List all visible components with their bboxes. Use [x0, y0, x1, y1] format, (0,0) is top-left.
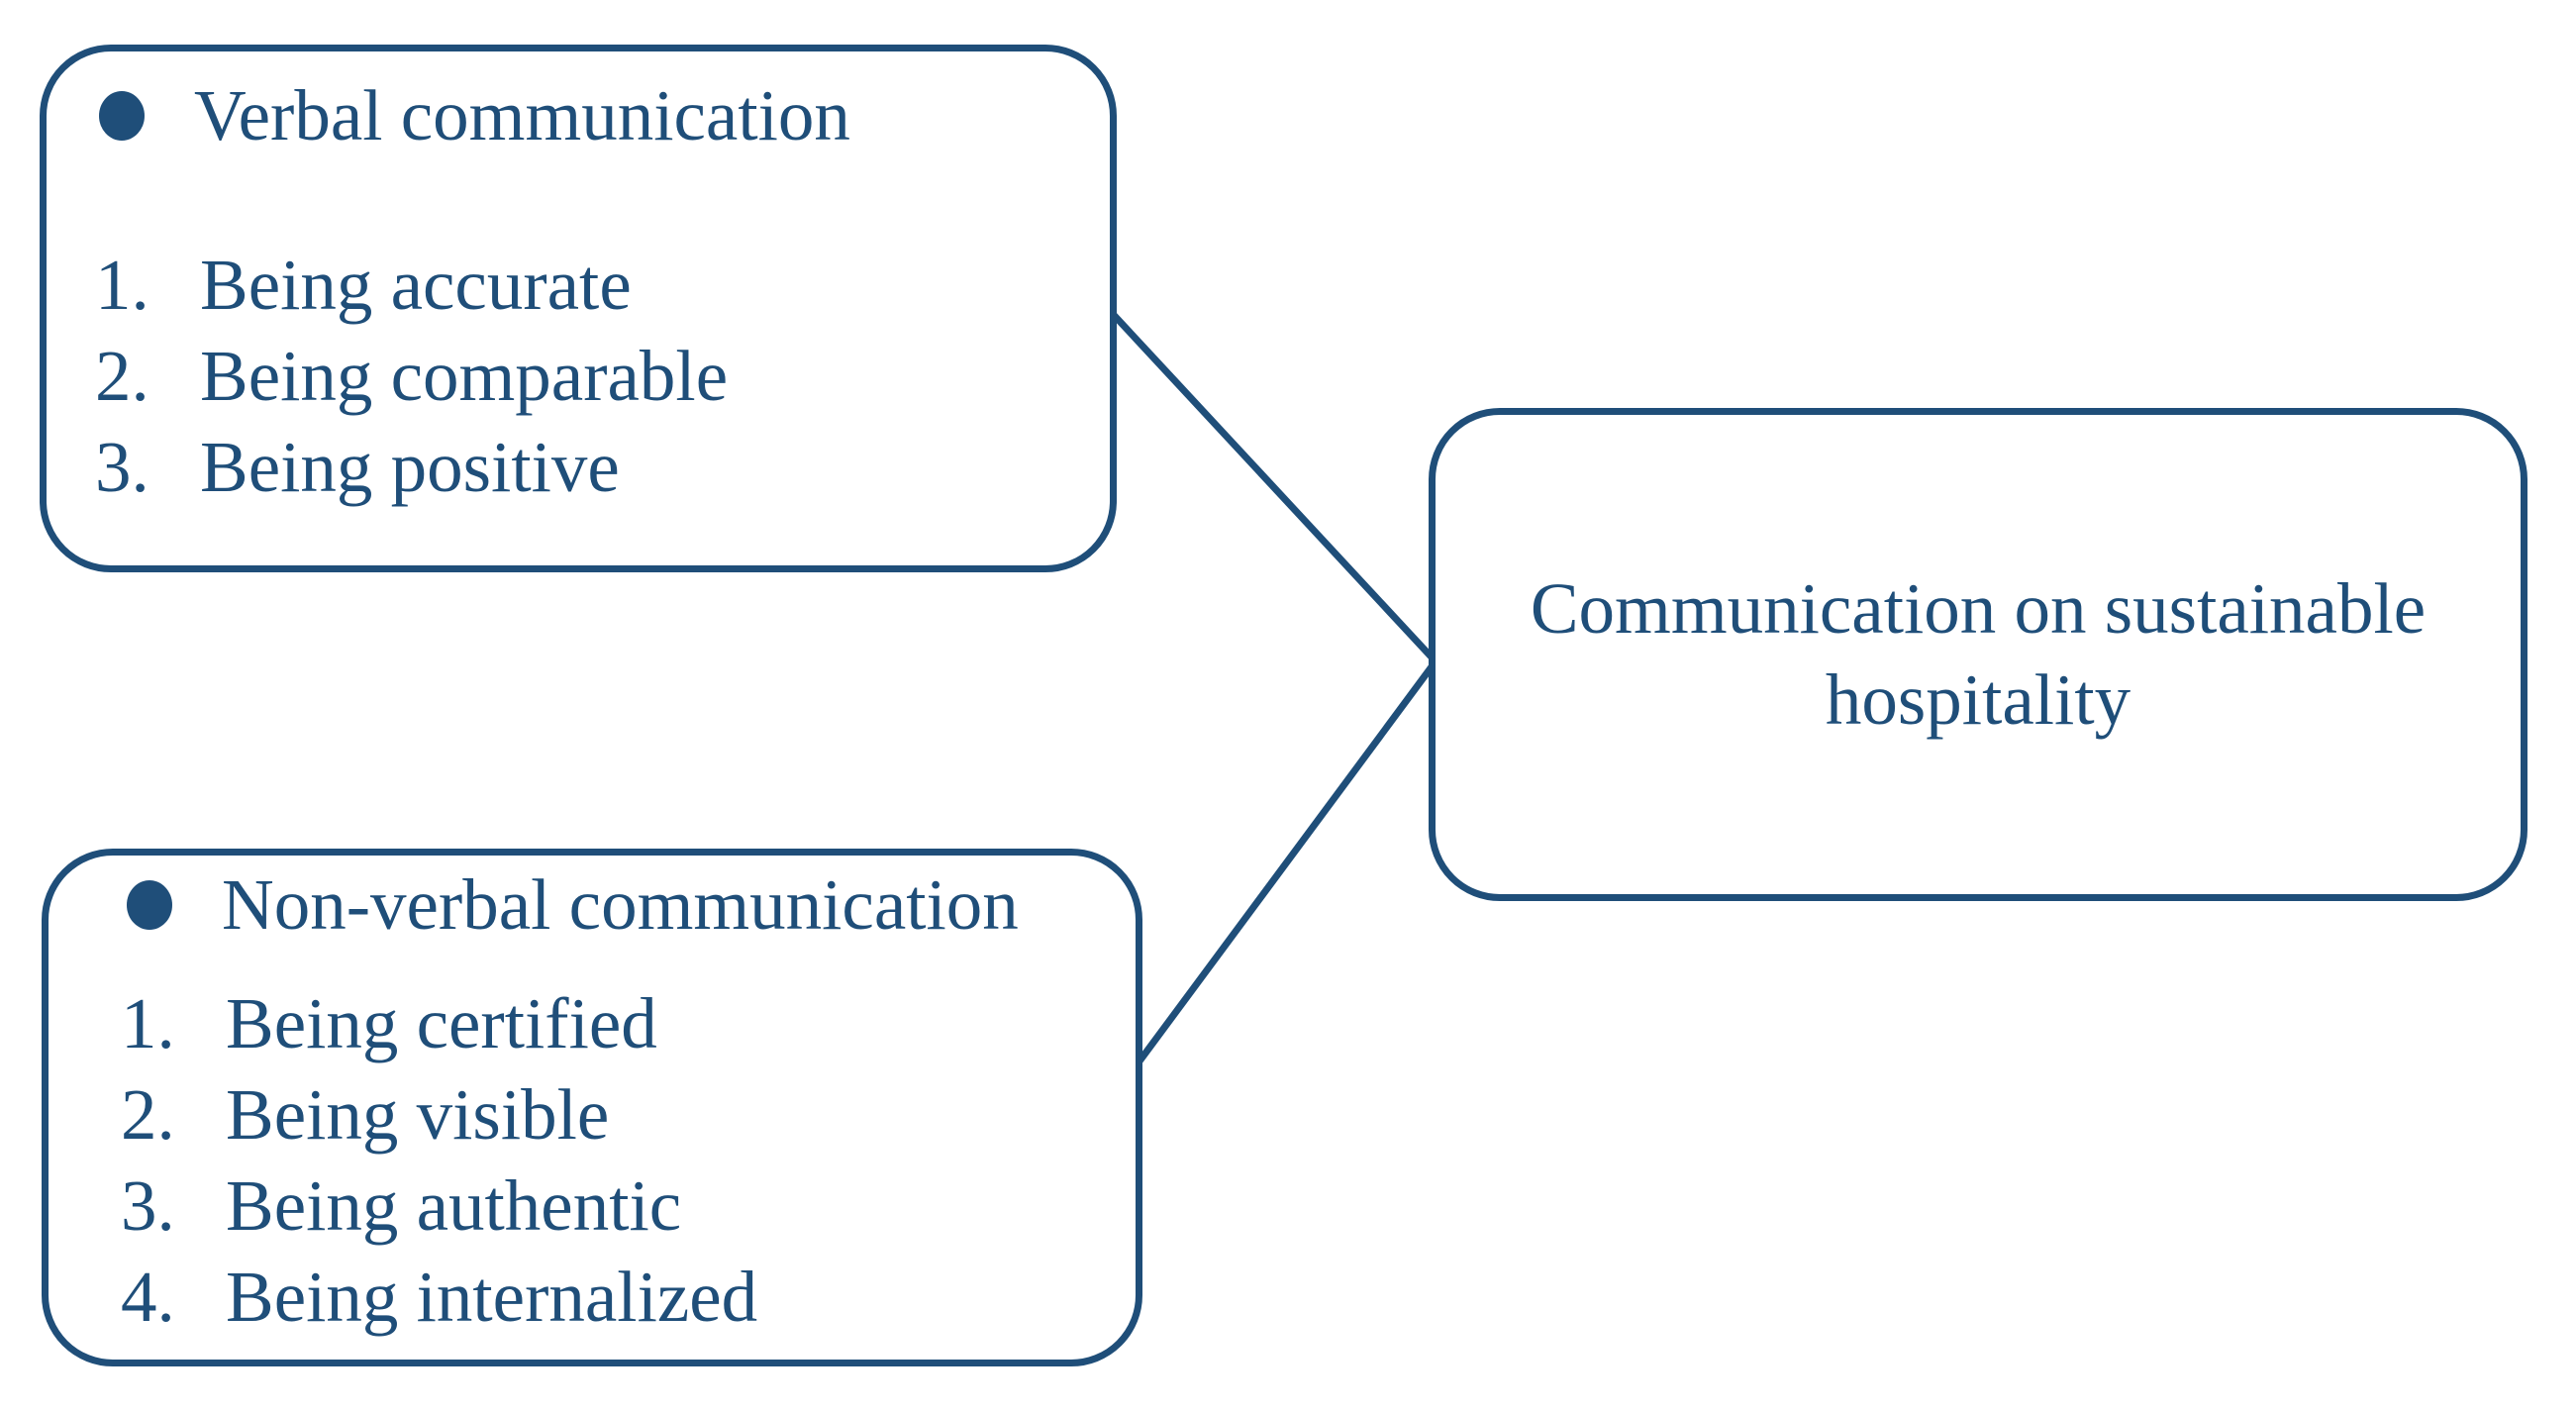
item-label: Being internalized [226, 1257, 758, 1337]
main-box-title: Communication on sustainable hospitality [1530, 568, 2427, 740]
nonverbal-title-row: Non-verbal communication [127, 859, 1136, 951]
connector-verbal-to-main [1110, 311, 1438, 664]
connector-nonverbal-to-main [1136, 658, 1438, 1065]
list-item: 1. Being certified [121, 978, 1136, 1069]
item-label: Being comparable [200, 336, 729, 416]
item-label: Being visible [226, 1074, 610, 1155]
list-item: 3. Being authentic [121, 1161, 1136, 1252]
item-number: 2. [121, 1074, 175, 1155]
list-item: 2. Being comparable [95, 331, 1110, 422]
item-label: Being certified [226, 983, 657, 1063]
item-label: Being authentic [226, 1165, 682, 1246]
item-number: 4. [121, 1257, 175, 1337]
list-item: 1. Being accurate [95, 240, 1110, 331]
nonverbal-item-list: 1. Being certified 2. Being visible 3. B… [121, 978, 1136, 1343]
verbal-box-title: Verbal communication [194, 75, 850, 155]
verbal-title-row: Verbal communication [99, 70, 1110, 161]
item-number: 2. [95, 336, 149, 416]
item-number: 1. [121, 983, 175, 1063]
bullet-icon [99, 91, 145, 141]
bullet-icon [127, 880, 172, 930]
list-item: 4. Being internalized [121, 1252, 1136, 1343]
item-number: 1. [95, 245, 149, 325]
list-item: 2. Being visible [121, 1069, 1136, 1161]
main-outcome-box: Communication on sustainable hospitality [1429, 408, 2527, 901]
nonverbal-communication-box: Non-verbal communication 1. Being certif… [42, 849, 1142, 1366]
item-label: Being positive [200, 427, 620, 507]
verbal-item-list: 1. Being accurate 2. Being comparable 3.… [95, 240, 1110, 513]
item-label: Being accurate [200, 245, 632, 325]
item-number: 3. [121, 1165, 175, 1246]
nonverbal-box-title: Non-verbal communication [222, 864, 1019, 945]
verbal-communication-box: Verbal communication 1. Being accurate 2… [40, 45, 1117, 572]
list-item: 3. Being positive [95, 422, 1110, 513]
item-number: 3. [95, 427, 149, 507]
